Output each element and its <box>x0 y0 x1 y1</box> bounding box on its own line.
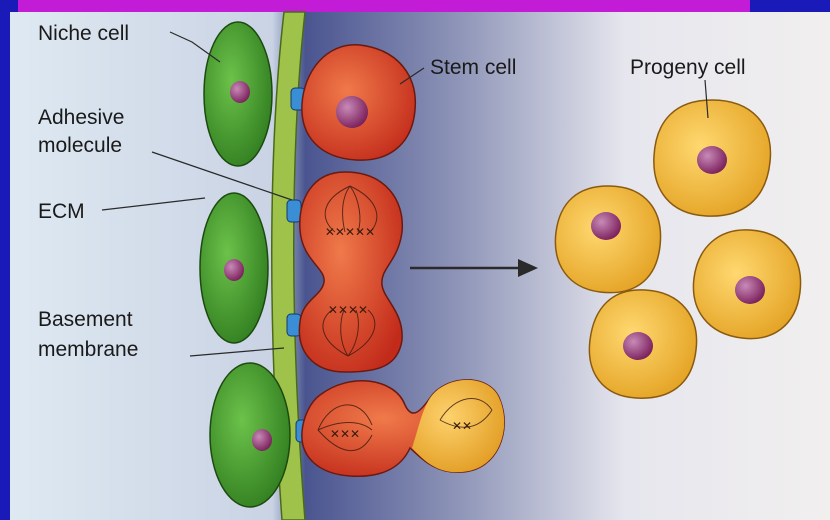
nucleus <box>230 81 250 103</box>
nucleus <box>735 276 765 304</box>
adhesive-molecule <box>287 200 301 222</box>
nucleus <box>252 429 272 451</box>
nucleus <box>623 332 653 360</box>
label-basement-membrane-line1: Basement <box>38 308 133 331</box>
label-niche-cell: Niche cell <box>38 22 129 45</box>
label-adhesive-molecule-line2: molecule <box>38 134 122 157</box>
progeny-cell-right <box>693 230 800 339</box>
label-progeny-cell: Progeny cell <box>630 56 746 79</box>
chromosomes: ✕✕✕✕ <box>328 303 368 317</box>
progeny-cell-top <box>654 100 771 216</box>
progeny-cell-left <box>555 186 660 293</box>
label-adhesive-molecule-line1: Adhesive <box>38 106 124 129</box>
chromosomes: ✕✕ <box>452 419 472 433</box>
nucleus <box>224 259 244 281</box>
niche-cell-middle <box>200 193 268 343</box>
chromosomes: ✕✕✕✕✕ <box>325 225 375 239</box>
niche-cell-top <box>204 22 272 166</box>
nucleus <box>697 146 727 174</box>
stem-cell <box>302 45 415 160</box>
niche-cell-bottom <box>210 363 290 507</box>
chromosomes: ✕✕✕ <box>330 427 360 441</box>
nucleus <box>591 212 621 240</box>
label-basement-membrane-line2: membrane <box>38 338 138 361</box>
label-ecm: ECM <box>38 200 85 223</box>
label-stem-cell: Stem cell <box>430 56 516 79</box>
title-bar <box>18 0 750 12</box>
nucleus <box>336 96 368 128</box>
progeny-cell-bottom <box>589 290 696 398</box>
